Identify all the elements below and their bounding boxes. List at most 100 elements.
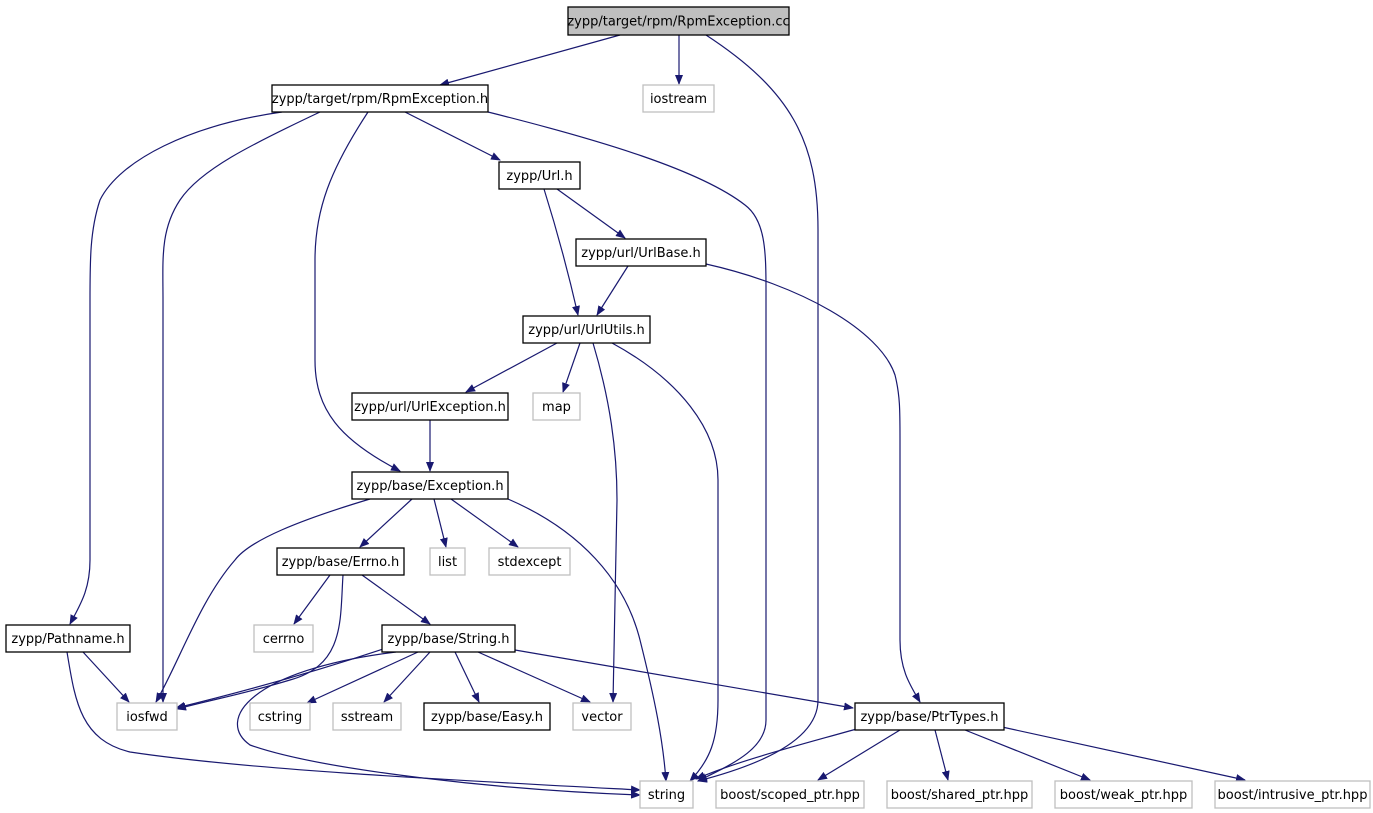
node-scoped-ptr: boost/scoped_ptr.hpp <box>715 780 865 809</box>
node-label: iosfwd <box>126 710 168 725</box>
node-box <box>854 702 1005 731</box>
node-box <box>488 547 571 576</box>
node-box <box>423 702 551 731</box>
node-label: zypp/base/Easy.h <box>431 710 543 725</box>
edge-urlutils-h-to-urlexception-h <box>465 342 558 393</box>
node-box <box>567 6 790 36</box>
node-cerrno: cerrno <box>253 624 314 653</box>
node-label: iostream <box>650 92 707 107</box>
edge-pathname-h-to-iosfwd <box>82 651 130 703</box>
node-box <box>639 780 694 809</box>
node-box <box>575 238 707 267</box>
node-label: zypp/target/rpm/RpmException.h <box>272 92 488 107</box>
edge-urlutils-h-to-map <box>562 342 581 393</box>
node-url-h[interactable]: zypp/Url.h <box>498 161 581 190</box>
node-box <box>351 392 509 421</box>
edge-rpmexception-h-to-exception-h <box>314 111 401 472</box>
edge-rpmexception-h-to-iosfwd <box>159 111 321 703</box>
node-box <box>332 702 402 731</box>
node-box <box>522 315 651 344</box>
node-exception-h[interactable]: zypp/base/Exception.h <box>351 471 509 500</box>
node-box <box>429 547 466 576</box>
edge-pathname-h-to-string <box>66 651 641 794</box>
edge-string-h-to-iosfwd <box>175 648 384 710</box>
node-urlexception-h[interactable]: zypp/url/UrlException.h <box>351 392 509 421</box>
node-label: cstring <box>258 710 302 725</box>
node-box <box>1054 780 1193 809</box>
node-box <box>249 702 311 731</box>
node-ptrtypes-h[interactable]: zypp/base/PtrTypes.h <box>854 702 1005 731</box>
node-cstring: cstring <box>249 702 311 731</box>
edge-exception-h-to-list <box>433 498 448 548</box>
node-label: boost/shared_ptr.hpp <box>891 788 1029 803</box>
edge-ptrtypes-h-to-intrusive-ptr <box>1001 726 1246 782</box>
edge-string-h-to-easy-h <box>454 651 480 703</box>
node-label: boost/intrusive_ptr.hpp <box>1218 788 1368 803</box>
node-label: vector <box>581 710 623 725</box>
node-rpmexception-cc[interactable]: zypp/target/rpm/RpmException.cc <box>567 6 790 36</box>
node-box <box>5 624 131 653</box>
node-box <box>271 84 489 113</box>
node-box <box>572 702 632 731</box>
edge-string-h-to-vector <box>477 651 591 703</box>
node-box <box>886 780 1033 809</box>
edge-errno-h-to-iosfwd <box>176 574 344 711</box>
node-label: boost/scoped_ptr.hpp <box>720 788 860 803</box>
node-urlutils-h[interactable]: zypp/url/UrlUtils.h <box>522 315 651 344</box>
node-label: boost/weak_ptr.hpp <box>1060 788 1187 803</box>
edge-urlbase-h-to-ptrtypes-h <box>705 263 921 703</box>
edge-urlbase-h-to-urlutils-h <box>596 265 629 316</box>
edge-urlutils-h-to-string <box>611 342 719 782</box>
node-intrusive-ptr: boost/intrusive_ptr.hpp <box>1214 780 1371 809</box>
edge-exception-h-to-string <box>507 498 670 782</box>
node-errno-h[interactable]: zypp/base/Errno.h <box>276 547 405 576</box>
edge-string-h-to-sstream <box>383 651 431 703</box>
edge-ptrtypes-h-to-weak-ptr <box>964 729 1091 781</box>
edge-string-h-to-ptrtypes-h <box>514 649 854 711</box>
node-label: sstream <box>341 710 393 725</box>
edge-rpmexception-cc-to-string <box>697 34 819 783</box>
node-label: zypp/url/UrlException.h <box>354 400 506 415</box>
edge-exception-h-to-iosfwd <box>155 498 371 703</box>
edge-exception-h-to-errno-h <box>359 498 413 548</box>
node-label: zypp/url/UrlUtils.h <box>528 323 644 338</box>
node-label: zypp/url/UrlBase.h <box>581 246 700 261</box>
node-box <box>1214 780 1371 809</box>
edge-url-h-to-urlbase-h <box>556 188 626 239</box>
node-shared-ptr: boost/shared_ptr.hpp <box>886 780 1033 809</box>
node-box <box>276 547 405 576</box>
nodes-layer: zypp/target/rpm/RpmException.cc zypp/targ… <box>5 6 1371 809</box>
edge-errno-h-to-string-h <box>361 574 431 625</box>
node-label: zypp/base/PtrTypes.h <box>860 710 998 725</box>
node-easy-h[interactable]: zypp/base/Easy.h <box>423 702 551 731</box>
node-box <box>642 84 715 113</box>
edges-layer <box>66 34 1246 799</box>
node-box <box>715 780 865 809</box>
node-label: list <box>438 555 457 570</box>
node-label: zypp/base/Errno.h <box>282 555 400 570</box>
edge-rpmexception-h-to-string <box>487 111 767 782</box>
node-string-h[interactable]: zypp/base/String.h <box>381 624 516 653</box>
node-iostream: iostream <box>642 84 715 113</box>
node-label: zypp/base/Exception.h <box>356 479 503 494</box>
node-pathname-h[interactable]: zypp/Pathname.h <box>5 624 131 653</box>
node-stdexcept: stdexcept <box>488 547 571 576</box>
node-label: zypp/target/rpm/RpmException.cc <box>567 15 789 30</box>
node-box <box>116 702 178 731</box>
node-label: zypp/Url.h <box>506 169 572 184</box>
node-box <box>351 471 509 500</box>
edge-ptrtypes-h-to-shared-ptr <box>934 729 950 781</box>
node-label: string <box>648 788 685 803</box>
edge-urlutils-h-to-vector <box>592 342 618 703</box>
node-rpmexception-h[interactable]: zypp/target/rpm/RpmException.h <box>271 84 489 113</box>
edge-ptrtypes-h-to-string <box>695 727 861 780</box>
node-box <box>381 624 516 653</box>
node-label: cerrno <box>263 632 305 647</box>
node-urlbase-h[interactable]: zypp/url/UrlBase.h <box>575 238 707 267</box>
edge-rpmexception-h-to-pathname-h <box>69 111 283 625</box>
edge-errno-h-to-cerrno <box>293 574 331 625</box>
node-label: zypp/base/String.h <box>388 632 510 647</box>
node-iosfwd: iosfwd <box>116 702 178 731</box>
edge-string-h-to-string <box>236 651 641 799</box>
